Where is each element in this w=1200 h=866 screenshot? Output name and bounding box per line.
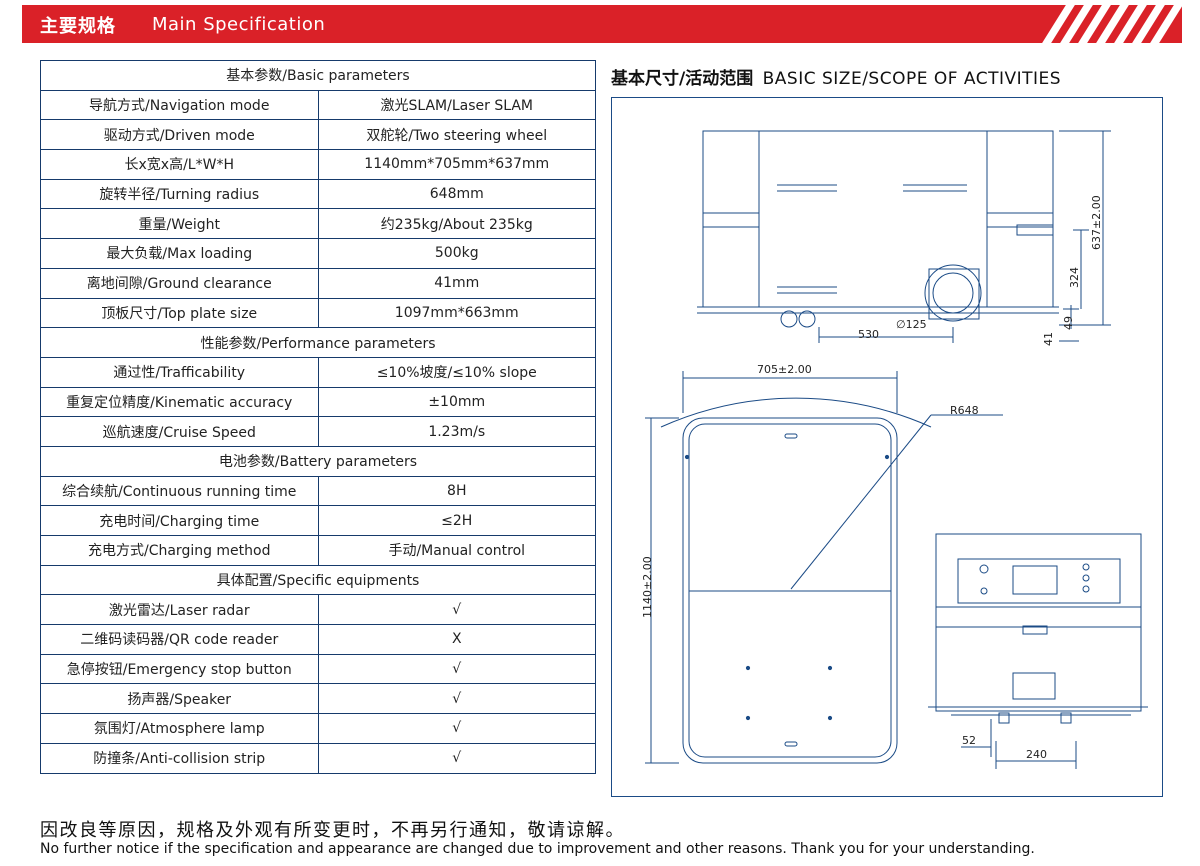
spec-value: ±10mm <box>317 386 596 418</box>
spec-value: 1140mm*705mm*637mm <box>317 149 596 180</box>
spec-label: 驱动方式/Driven mode <box>40 119 319 151</box>
dim-length-1140: 1140±2.00 <box>641 556 654 618</box>
spec-value: 8H <box>317 475 596 507</box>
spec-section-title: 性能参数/Performance parameters <box>40 327 596 358</box>
dim-radius-648: R648 <box>950 404 979 417</box>
spec-label: 二维码读码器/QR code reader <box>40 624 319 655</box>
spec-label: 导航方式/Navigation mode <box>40 89 319 121</box>
spec-section-title: 电池参数/Battery parameters <box>40 445 596 477</box>
header-banner: 主要规格 Main Specification <box>22 5 1182 43</box>
spec-value: 648mm <box>317 178 596 210</box>
spec-label: 顶板尺寸/Top plate size <box>40 297 319 329</box>
dim-height-49: 49 <box>1062 316 1075 330</box>
spec-value: 1.23m/s <box>317 416 596 447</box>
dim-height-41: 41 <box>1042 332 1055 346</box>
dimensions-title-en: BASIC SIZE/SCOPE OF ACTIVITIES <box>762 69 1062 89</box>
spec-label: 巡航速度/Cruise Speed <box>40 416 319 447</box>
header-title-cn: 主要规格 <box>40 16 116 37</box>
spec-label: 离地间隙/Ground clearance <box>40 267 319 299</box>
spec-value: 1097mm*663mm <box>317 297 596 329</box>
dimension-drawing-frame <box>611 97 1163 797</box>
spec-label: 扬声器/Speaker <box>40 683 319 715</box>
spec-label: 激光雷达/Laser radar <box>40 594 319 626</box>
dimension-drawing <box>645 130 1148 769</box>
spec-value: 500kg <box>317 238 596 269</box>
footer-notice-cn: 因改良等原因，规格及外观有所变更时，不再另行通知，敬请谅解。 <box>40 820 625 841</box>
spec-row: 防撞条/Anti-collision strip√ <box>40 742 596 774</box>
dimensions-title-cn: 基本尺寸/活动范围 <box>611 69 754 89</box>
spec-label: 通过性/Trafficability <box>40 356 319 388</box>
top-view-drawing <box>645 371 1003 764</box>
spec-value: 手动/Manual control <box>317 535 596 566</box>
dim-wheel-125: ∅125 <box>896 318 927 331</box>
spec-value: 双舵轮/Two steering wheel <box>317 119 596 151</box>
front-view-drawing <box>928 533 1148 769</box>
footer-notice-en: No further notice if the specification a… <box>40 841 1035 857</box>
spec-value: √ <box>317 594 596 626</box>
dim-front-52: 52 <box>962 734 976 747</box>
spec-section-title: 基本参数/Basic parameters <box>40 60 596 91</box>
spec-row: 扬声器/Speaker√ <box>40 683 596 715</box>
spec-label: 重复定位精度/Kinematic accuracy <box>40 386 319 418</box>
dim-length-530: 530 <box>858 328 879 341</box>
spec-section-row: 基本参数/Basic parameters <box>40 60 596 91</box>
spec-value: X <box>317 624 596 655</box>
spec-section-row: 电池参数/Battery parameters <box>40 445 596 477</box>
spec-section-title: 具体配置/Specific equipments <box>40 564 596 596</box>
dim-width-705: 705±2.00 <box>757 363 812 376</box>
spec-label: 重量/Weight <box>40 208 319 240</box>
side-view-drawing <box>697 130 1111 343</box>
spec-row: 激光雷达/Laser radar√ <box>40 594 596 626</box>
spec-value: √ <box>317 683 596 715</box>
spec-label: 充电方式/Charging method <box>40 535 319 566</box>
dim-height-324: 324 <box>1068 267 1081 288</box>
spec-value: √ <box>317 653 596 685</box>
spec-row: 急停按钮/Emergency stop button√ <box>40 653 596 685</box>
spec-value: 41mm <box>317 267 596 299</box>
dim-height-637: 637±2.00 <box>1090 195 1103 250</box>
header-title-en: Main Specification <box>152 14 326 35</box>
spec-value: ≤10%坡度/≤10% slope <box>317 356 596 388</box>
spec-row: 氛围灯/Atmosphere lamp√ <box>40 713 596 744</box>
spec-value: 激光SLAM/Laser SLAM <box>317 89 596 121</box>
dim-front-240: 240 <box>1026 748 1047 761</box>
spec-value: √ <box>317 713 596 744</box>
spec-row: 充电时间/Charging time≤2H <box>40 505 596 536</box>
spec-label: 旋转半径/Turning radius <box>40 178 319 210</box>
spec-label: 防撞条/Anti-collision strip <box>40 742 319 774</box>
spec-label: 充电时间/Charging time <box>40 505 319 536</box>
spec-value: ≤2H <box>317 505 596 536</box>
spec-label: 最大负载/Max loading <box>40 238 319 269</box>
spec-section-row: 具体配置/Specific equipments <box>40 564 596 596</box>
spec-section-row: 性能参数/Performance parameters <box>40 327 596 358</box>
spec-label: 综合续航/Continuous running time <box>40 475 319 507</box>
spec-label: 长x宽x高/L*W*H <box>40 149 319 180</box>
spec-label: 氛围灯/Atmosphere lamp <box>40 713 319 744</box>
spec-row: 重复定位精度/Kinematic accuracy±10mm <box>40 386 596 418</box>
spec-row: 通过性/Trafficability≤10%坡度/≤10% slope <box>40 356 596 388</box>
spec-label: 急停按钮/Emergency stop button <box>40 653 319 685</box>
spec-value: √ <box>317 742 596 774</box>
spec-value: 约235kg/About 235kg <box>317 208 596 240</box>
dimensions-title: 基本尺寸/活动范围 BASIC SIZE/SCOPE OF ACTIVITIES <box>611 64 1061 89</box>
